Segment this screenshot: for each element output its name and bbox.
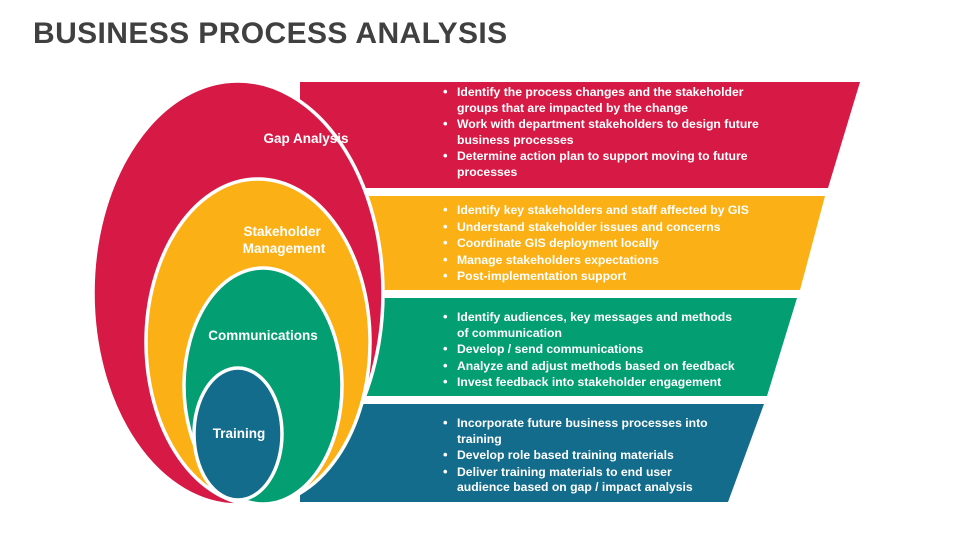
bullets-communications: Identify audiences, key messages and met…: [441, 309, 741, 392]
ellipse-training: [192, 366, 284, 502]
bullet-list-communications: Identify audiences, key messages and met…: [441, 309, 741, 391]
ellipse-label-gap-analysis: Gap Analysis: [263, 131, 348, 146]
bullet-list-stakeholder-management: Identify key stakeholders and staff affe…: [441, 202, 771, 285]
page-title: BUSINESS PROCESS ANALYSIS: [33, 17, 508, 50]
bullet-item: Develop role based training materials: [441, 447, 711, 464]
bullet-item: Post-implementation support: [441, 268, 771, 285]
bullets-stakeholder-management: Identify key stakeholders and staff affe…: [441, 202, 771, 286]
ellipse-label-stakeholder-management: Stakeholder Management: [243, 224, 326, 256]
bullet-item: Identify key stakeholders and staff affe…: [441, 202, 771, 219]
bullet-list-gap-analysis: Identify the process changes and the sta…: [441, 84, 771, 181]
bullet-item: Understand stakeholder issues and concer…: [441, 219, 771, 236]
bullet-item: Coordinate GIS deployment locally: [441, 235, 771, 252]
bullet-item: Incorporate future business processes in…: [441, 415, 711, 447]
bullet-item: Work with department stakeholders to des…: [441, 116, 771, 148]
bullet-item: Identify audiences, key messages and met…: [441, 309, 741, 341]
bullets-gap-analysis: Identify the process changes and the sta…: [441, 84, 771, 182]
bullet-item: Identify the process changes and the sta…: [441, 84, 771, 116]
bullet-item: Develop / send communications: [441, 341, 741, 358]
bullet-item: Invest feedback into stakeholder engagem…: [441, 374, 741, 391]
bullet-item: Manage stakeholders expectations: [441, 252, 771, 269]
bullet-list-training: Incorporate future business processes in…: [441, 415, 711, 496]
bullets-training: Incorporate future business processes in…: [441, 415, 711, 497]
bullet-item: Deliver training materials to end user a…: [441, 464, 711, 496]
ellipse-label-communications: Communications: [208, 328, 318, 343]
ellipse-label-training: Training: [213, 426, 266, 441]
bullet-item: Determine action plan to support moving …: [441, 148, 771, 180]
bullet-item: Analyze and adjust methods based on feed…: [441, 358, 741, 375]
